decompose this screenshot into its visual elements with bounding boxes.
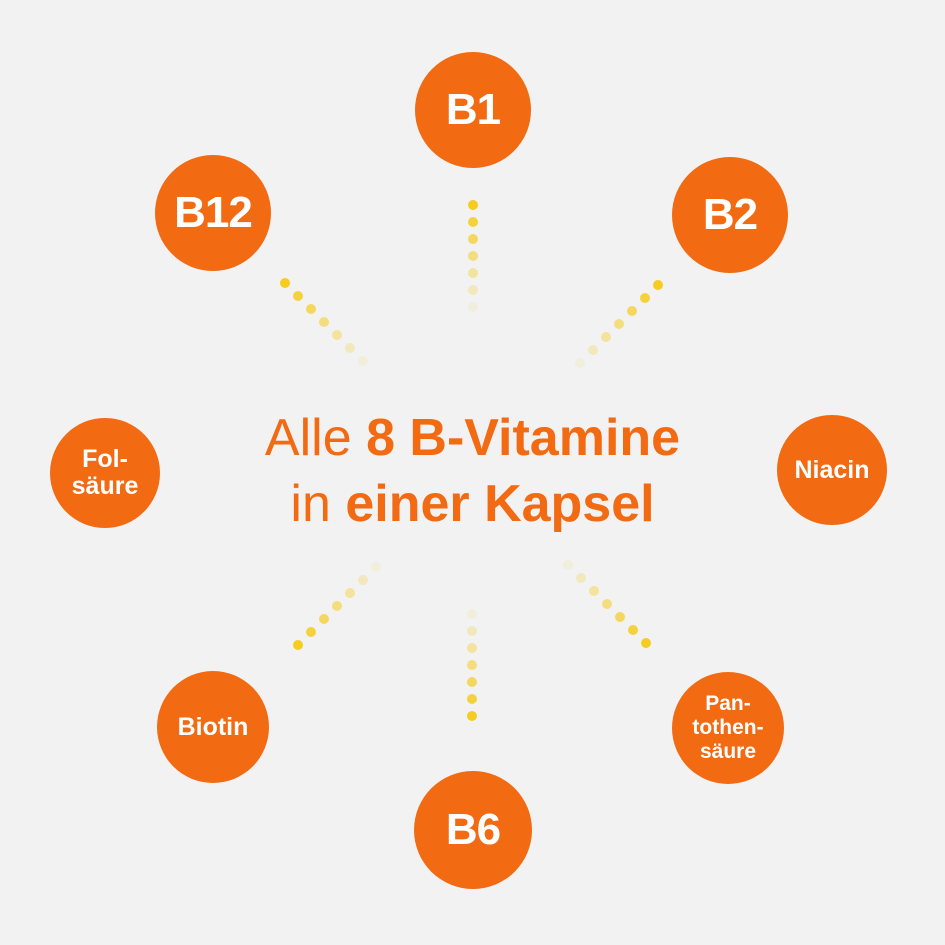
ray-dot-bottom-right [563,560,573,570]
vitamin-label-b6: B6 [445,805,501,854]
ray-dot-top [468,200,478,210]
vitamin-label-pantothensaeure: Pan- tothen- säure [692,692,764,763]
vitamin-label-b12: B12 [174,188,253,237]
vitamin-circle-biotin: Biotin [157,671,269,783]
headline-line-1-bold: 8 B-Vitamine [366,409,681,467]
ray-dot-bottom-right [576,573,586,583]
vitamin-circle-b6: B6 [414,771,532,889]
ray-dot-bottom [467,660,477,670]
ray-dot-top-left [345,343,355,353]
ray-dot-bottom-left [293,640,303,650]
ray-dot-bottom-left [358,575,368,585]
ray-dot-top [468,251,478,261]
ray-dot-bottom-left [345,588,355,598]
ray-dot-top-left [293,291,303,301]
ray-dot-top-right [588,345,598,355]
ray-dot-bottom-right [641,638,651,648]
ray-dot-bottom [467,609,477,619]
headline-line-1: Alle 8 B-Vitamine [0,405,945,471]
ray-dot-bottom [467,626,477,636]
vitamin-label-biotin: Biotin [177,712,249,741]
ray-dot-top [468,285,478,295]
ray-dot-top-right [614,319,624,329]
ray-dot-bottom-right [589,586,599,596]
headline-line-2: in einer Kapsel [0,471,945,537]
vitamin-label-niacin: Niacin [794,455,870,484]
ray-dot-top [468,234,478,244]
ray-dot-bottom [467,677,477,687]
ray-dot-bottom-left [332,601,342,611]
ray-dot-bottom-left [371,562,381,572]
ray-dot-top-right [653,280,663,290]
ray-dot-top-left [306,304,316,314]
ray-dot-top-left [332,330,342,340]
headline-line-2-light: in [290,475,346,533]
ray-dot-bottom [467,711,477,721]
ray-dot-bottom [467,694,477,704]
ray-dot-top-right [627,306,637,316]
ray-dot-top-right [575,358,585,368]
headline: Alle 8 B-Vitamine in einer Kapsel [0,405,945,537]
vitamin-label-b2: B2 [702,190,758,239]
ray-dot-bottom-left [319,614,329,624]
vitamin-circle-b2: B2 [672,157,788,273]
vitamin-circle-niacin: Niacin [777,415,887,525]
ray-dot-bottom-right [602,599,612,609]
ray-dot-bottom-right [628,625,638,635]
vitamin-circle-b12: B12 [155,155,271,271]
vitamin-circle-b1: B1 [415,52,531,168]
ray-dot-top-right [601,332,611,342]
ray-dot-bottom-right [615,612,625,622]
vitamin-circle-pantothensaeure: Pan- tothen- säure [672,672,784,784]
ray-dot-top [468,217,478,227]
ray-dot-top-left [358,356,368,366]
ray-dot-top-right [640,293,650,303]
ray-dot-bottom-left [306,627,316,637]
ray-dot-top [468,268,478,278]
ray-dot-bottom [467,643,477,653]
headline-line-1-light: Alle [264,409,367,467]
ray-dot-top-left [280,278,290,288]
ray-dot-top [468,302,478,312]
headline-line-2-bold: einer Kapsel [345,475,655,533]
vitamin-label-folsaeure: Fol- säure [71,445,139,500]
ray-dot-top-left [319,317,329,327]
vitamin-label-b1: B1 [445,85,501,134]
vitamin-circle-folsaeure: Fol- säure [50,418,160,528]
